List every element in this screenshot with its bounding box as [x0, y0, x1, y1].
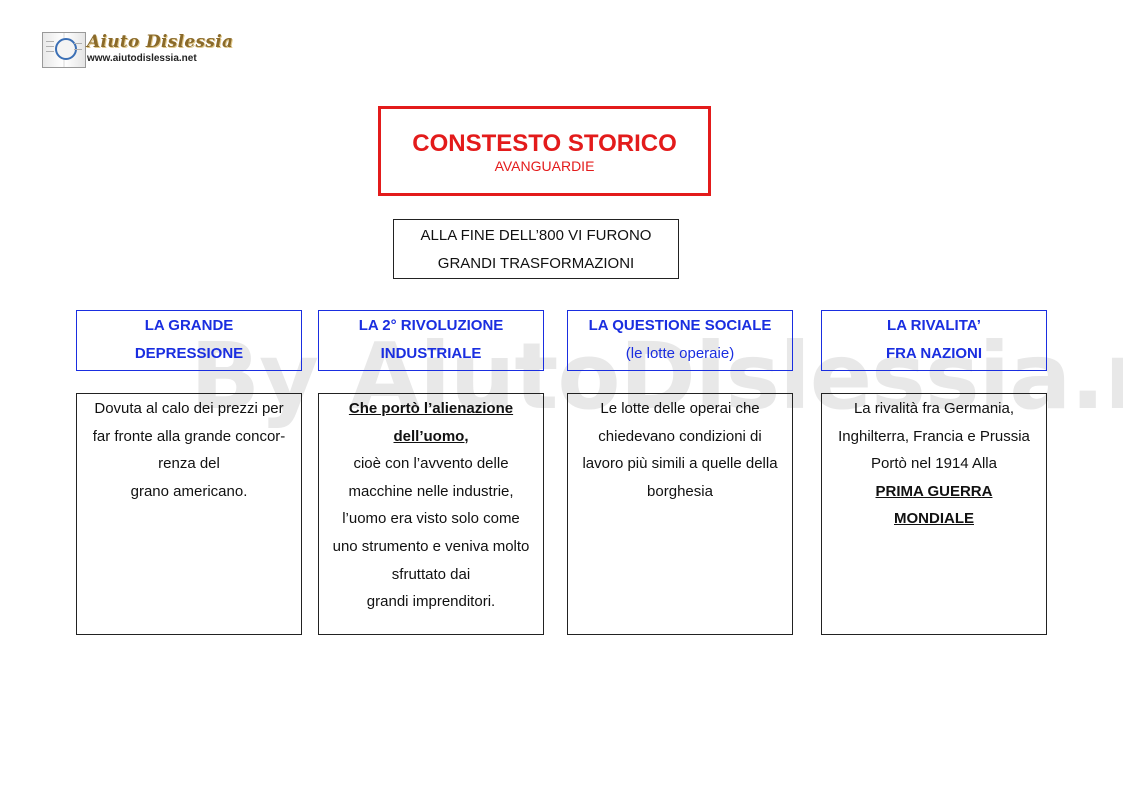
content-line: far fronte alla grande concor-	[92, 427, 286, 445]
heading-grande-depressione: LA GRANDE DEPRESSIONE	[76, 310, 302, 371]
heading-line: FRA NAZIONI	[885, 345, 983, 362]
heading-line: LA 2° RIVOLUZIONE	[358, 317, 504, 334]
heading-questione-sociale: LA QUESTIONE SOCIALE (le lotte operaie)	[567, 310, 793, 371]
content-line: La rivalità fra Germania,	[853, 400, 1015, 417]
content-line: borghesia	[647, 482, 713, 500]
heading-line: INDUSTRIALE	[380, 345, 482, 362]
content-emphasis: MONDIALE	[894, 510, 974, 528]
intro-line: GRANDI TRASFORMAZIONI	[437, 255, 635, 272]
heading-line: LA GRANDE	[144, 317, 234, 334]
content-line: Inghilterra, Francia e Prussia	[838, 427, 1030, 445]
content-line: sfruttato dai	[391, 565, 471, 583]
heading-rivoluzione-industriale: LA 2° RIVOLUZIONE INDUSTRIALE	[318, 310, 544, 371]
content-line: macchine nelle industrie,	[348, 482, 514, 500]
heading-line: LA QUESTIONE SOCIALE	[588, 317, 772, 334]
content-line: grano americano.	[130, 482, 248, 500]
content-emphasis: PRIMA GUERRA	[875, 482, 993, 500]
content-rivoluzione-industriale: Che portò l’alienazione dell’uomo, cioè …	[318, 393, 544, 635]
content-line: Le lotte delle operai che	[600, 400, 760, 417]
content-line: chiedevano condizioni di	[598, 427, 762, 445]
heading-line: DEPRESSIONE	[134, 345, 244, 362]
content-rivalita-nazioni: La rivalità fra Germania, Inghilterra, F…	[821, 393, 1047, 635]
content-line: grandi imprenditori.	[366, 593, 496, 611]
content-questione-sociale: Le lotte delle operai che chiedevano con…	[567, 393, 793, 635]
logo: Aiuto Dislessia www.aiutodislessia.net	[42, 30, 233, 70]
content-line: cioè con l’avvento delle	[353, 455, 509, 473]
content-grande-depressione: Dovuta al calo dei prezzi per far fronte…	[76, 393, 302, 635]
intro-box: ALLA FINE DELL’800 VI FURONO GRANDI TRAS…	[393, 219, 679, 279]
content-line: uno strumento e veniva molto	[332, 537, 530, 555]
intro-line: ALLA FINE DELL’800 VI FURONO	[420, 227, 652, 244]
title-box: CONSTESTO STORICO AVANGUARDIE	[378, 106, 711, 196]
page-subtitle: AVANGUARDIE	[494, 158, 595, 174]
content-line: Dovuta al calo dei prezzi per	[94, 400, 284, 417]
page-title: CONSTESTO STORICO	[412, 130, 677, 157]
content-line: l’uomo era visto solo come	[342, 510, 520, 528]
heading-line: LA RIVALITA’	[887, 317, 981, 334]
content-line: lavoro più simili a quelle della	[582, 455, 778, 473]
content-line: Portò nel 1914 Alla	[871, 455, 997, 473]
logo-brand: Aiuto Dislessia	[87, 32, 234, 52]
content-emphasis: Che portò l’alienazione	[348, 400, 514, 417]
book-logo-icon	[42, 32, 86, 68]
heading-rivalita-nazioni: LA RIVALITA’ FRA NAZIONI	[821, 310, 1047, 371]
logo-site-url: www.aiutodislessia.net	[87, 53, 197, 64]
content-line: renza del	[158, 455, 220, 473]
content-emphasis: dell’uomo,	[393, 427, 469, 445]
heading-line: (le lotte operaie)	[625, 345, 735, 362]
